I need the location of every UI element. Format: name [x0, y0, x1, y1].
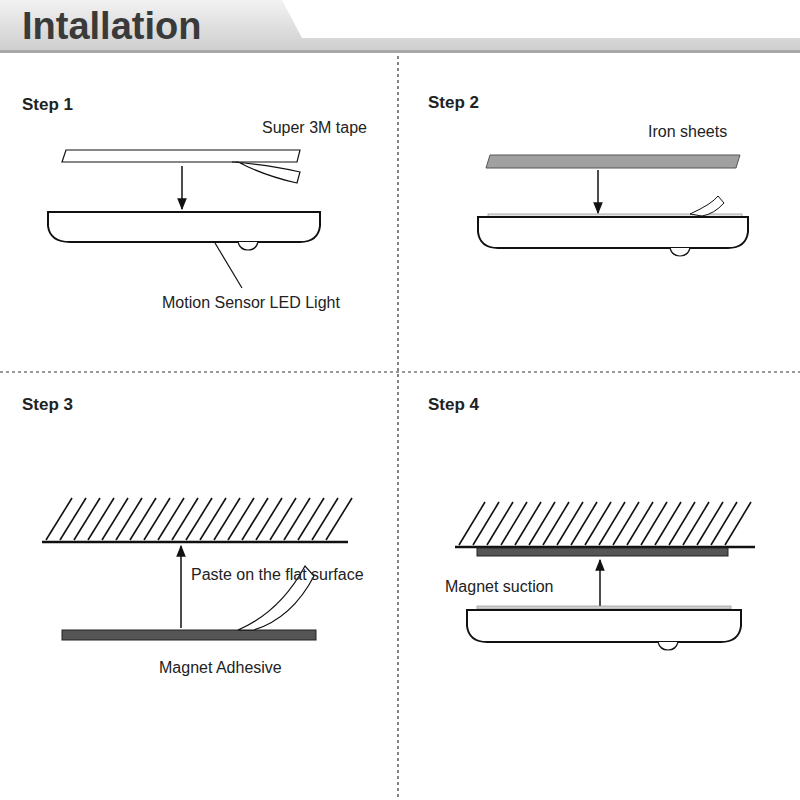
led-light-body: [48, 212, 320, 242]
divider: [397, 56, 398, 800]
hatch-stroke: [74, 498, 100, 540]
hatch-stroke: [186, 498, 212, 540]
led-light-body: [478, 217, 748, 248]
hatch-stroke: [487, 502, 513, 545]
hatch-stroke: [144, 498, 170, 540]
hatch-stroke: [326, 498, 352, 540]
arrow: [597, 170, 599, 213]
magnet-adhesive: [477, 548, 728, 556]
hatch-stroke: [543, 502, 569, 545]
hatch-stroke: [501, 502, 527, 545]
tape-peel: [232, 162, 300, 183]
part-label: Super 3M tape: [262, 118, 367, 137]
step-number: Step 3: [22, 395, 73, 415]
iron-sheet: [486, 155, 740, 168]
hatch-stroke: [256, 498, 282, 540]
step-number: Step 1: [22, 95, 73, 115]
hatch-stroke: [655, 502, 681, 545]
hatch-stroke: [214, 498, 240, 540]
motion-sensor: [658, 642, 678, 650]
step-number: Step 4: [428, 395, 479, 415]
arrow: [599, 560, 601, 606]
hatch-stroke: [669, 502, 695, 545]
hatch-stroke: [585, 502, 611, 545]
hatch-stroke: [46, 498, 72, 540]
hatch-stroke: [228, 498, 254, 540]
hatch-stroke: [284, 498, 310, 540]
hatch-stroke: [270, 498, 296, 540]
motion-sensor: [238, 242, 258, 250]
hatch-stroke: [697, 502, 723, 545]
hatch-stroke: [130, 498, 156, 540]
hatch-stroke: [102, 498, 128, 540]
part-label: Iron sheets: [648, 122, 727, 141]
hatch-stroke: [529, 502, 555, 545]
hatch-stroke: [116, 498, 142, 540]
hatch-stroke: [599, 502, 625, 545]
hatch-stroke: [711, 502, 737, 545]
hatch-stroke: [627, 502, 653, 545]
hatch-stroke: [613, 502, 639, 545]
hatch-stroke: [725, 502, 751, 545]
header-rule: [0, 50, 800, 53]
hatch-stroke: [158, 498, 184, 540]
arrow: [181, 166, 183, 209]
hatch-stroke: [641, 502, 667, 545]
hatch-stroke: [473, 502, 499, 545]
hatch-stroke: [242, 498, 268, 540]
hatch-stroke: [571, 502, 597, 545]
step-number: Step 2: [428, 93, 479, 113]
hatch-stroke: [312, 498, 338, 540]
divider: [0, 371, 800, 372]
iron-sheet: [477, 606, 731, 609]
hatch-stroke: [683, 502, 709, 545]
motion-sensor: [670, 248, 690, 256]
hatch-stroke: [515, 502, 541, 545]
part-label: Magnet Adhesive: [159, 658, 282, 677]
part-label: Motion Sensor LED Light: [162, 293, 340, 312]
hatch-stroke: [459, 502, 485, 545]
hatch-stroke: [88, 498, 114, 540]
hatch-stroke: [298, 498, 324, 540]
tape-strip: [62, 150, 300, 162]
tape-peel: [690, 196, 724, 216]
hatch-stroke: [200, 498, 226, 540]
hatch-stroke: [60, 498, 86, 540]
hatch-stroke: [557, 502, 583, 545]
page-title: Intallation: [22, 4, 201, 50]
wall-hatching: [46, 498, 352, 540]
led-light-body: [467, 610, 741, 642]
arrow: [180, 546, 182, 628]
wall-surface: [42, 541, 348, 544]
leader-line: [215, 243, 242, 288]
hatch-stroke: [172, 498, 198, 540]
instruction-label: Paste on the flat surface: [191, 565, 364, 584]
wall-hatching: [459, 502, 751, 545]
header-band: [0, 0, 800, 50]
instruction-label: Magnet suction: [445, 577, 554, 596]
magnet-adhesive: [62, 630, 316, 640]
